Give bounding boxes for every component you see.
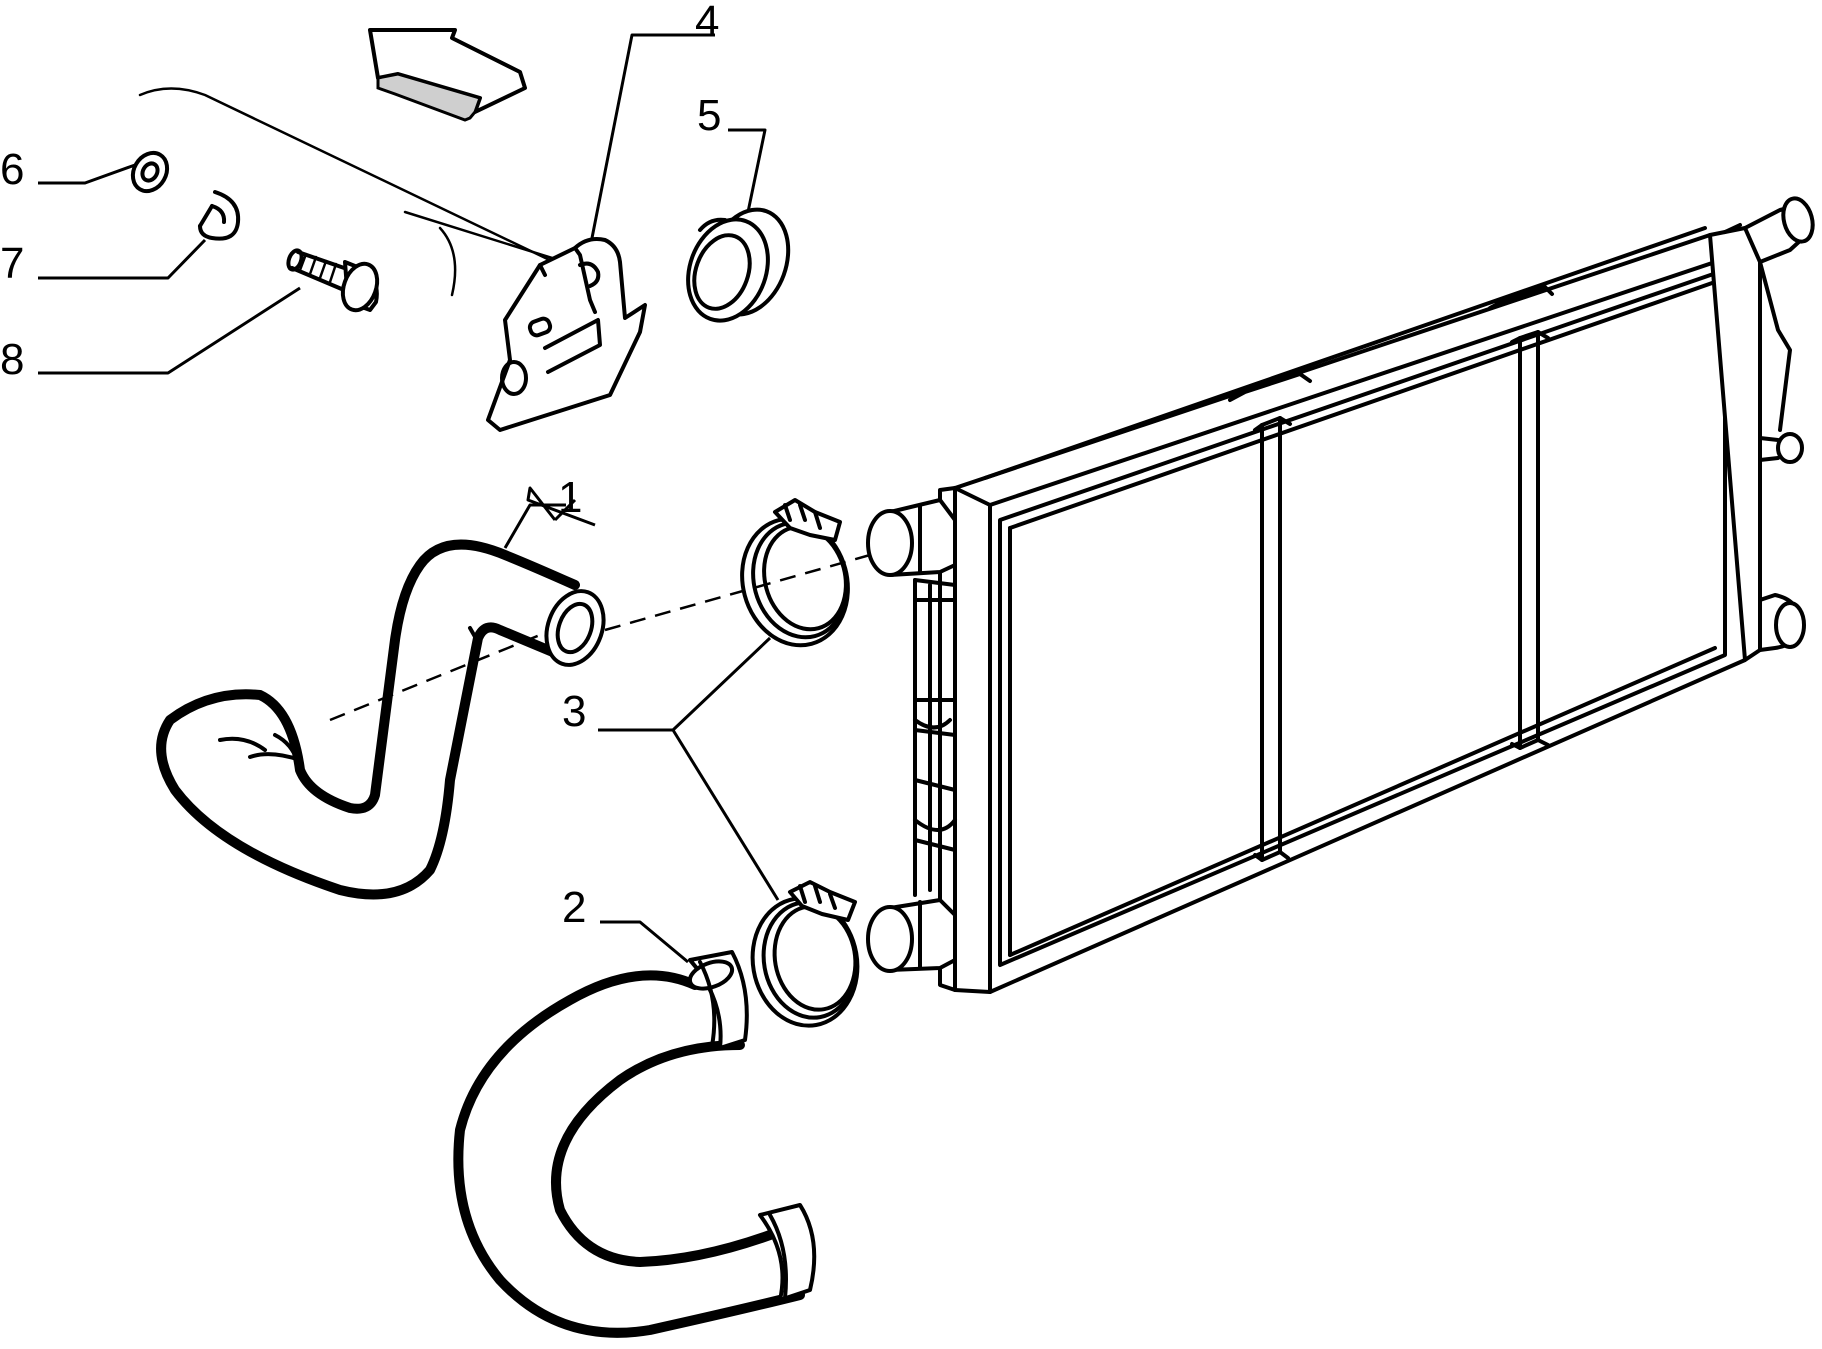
direction-arrow: [368, 28, 527, 122]
bolt-part-8: [286, 248, 380, 313]
lower-hose-part-2: [453, 950, 817, 1338]
label-part-4: 4: [695, 0, 719, 46]
alignment-lines: [329, 553, 901, 932]
leader-lines: [38, 33, 780, 964]
part-labels: 1 2 3 4 5 6 7 8: [0, 0, 721, 932]
label-part-1: 1: [558, 473, 582, 522]
bracket-part-4: [486, 237, 647, 432]
label-part-8: 8: [0, 335, 24, 384]
hose-clamp-lower-part-3: [750, 880, 860, 1028]
label-part-3: 3: [562, 687, 586, 736]
upper-hose-part-1: [156, 539, 606, 900]
mounting-reference-line: [138, 87, 567, 297]
label-part-2: 2: [562, 883, 586, 932]
grommet-part-5: [686, 207, 791, 323]
radiator: [866, 196, 1815, 994]
label-part-7: 7: [0, 239, 24, 288]
clip-part-7: [198, 190, 241, 241]
washer-part-6: [130, 150, 170, 194]
label-part-6: 6: [0, 145, 24, 194]
hose-clamp-upper-part-3: [740, 498, 850, 648]
label-part-5: 5: [697, 91, 721, 140]
